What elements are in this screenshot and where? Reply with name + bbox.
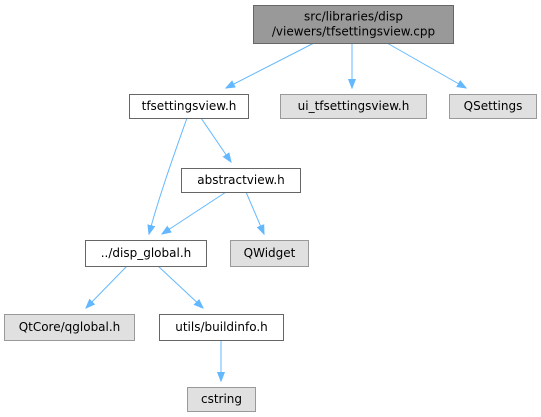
- nodes-layer: src/libraries/disp/viewers/tfsettingsvie…: [4, 5, 537, 412]
- node-box: [230, 240, 309, 267]
- node-ui-tfsettingsview-h: ui_tfsettingsview.h: [280, 94, 427, 119]
- node-qsettings: QSettings: [449, 94, 537, 119]
- node-label: ../disp_global.h: [101, 246, 192, 260]
- node-box: [4, 314, 135, 341]
- edge-abstractview_h-to-qwidget: [245, 191, 264, 234]
- node-label: ui_tfsettingsview.h: [298, 99, 410, 113]
- edge-tfsettingsview_h-to-abstractview_h: [200, 117, 231, 162]
- node-abstractview-h[interactable]: abstractview.h: [181, 168, 301, 193]
- node-label: abstractview.h: [197, 173, 284, 187]
- edge-tfsettingsview_h-to-disp_global_h: [149, 117, 188, 234]
- node-qwidget: QWidget: [230, 240, 309, 267]
- node-label: utils/buildinfo.h: [175, 320, 268, 334]
- edge-disp_global_h-to-utils_buildinfo_h: [157, 265, 203, 308]
- node-label: cstring: [201, 392, 242, 406]
- node-label: QtCore/qglobal.h: [19, 320, 121, 334]
- node-box: [181, 168, 301, 193]
- node-label: QSettings: [464, 99, 523, 113]
- node-box: [449, 94, 537, 119]
- node-box: [159, 314, 284, 341]
- node-qtcore-qglobal-h: QtCore/qglobal.h: [4, 314, 135, 341]
- node-label: QWidget: [244, 246, 296, 260]
- node-root: src/libraries/disp/viewers/tfsettingsvie…: [253, 5, 454, 44]
- node-label: tfsettingsview.h: [142, 99, 237, 113]
- node-box: [280, 94, 427, 119]
- node-tfsettingsview-h[interactable]: tfsettingsview.h: [129, 94, 249, 119]
- edge-disp_global_h-to-qtcore_qglobal_h: [86, 265, 128, 308]
- node-disp-global-h[interactable]: ../disp_global.h: [85, 240, 207, 267]
- node-box: [85, 240, 207, 267]
- edge-root-to-qsettings: [386, 42, 466, 88]
- edge-root-to-tfsettingsview_h: [226, 42, 315, 88]
- node-cstring: cstring: [187, 387, 256, 412]
- node-label: src/libraries/disp: [304, 10, 403, 24]
- edges-layer: [86, 42, 466, 381]
- node-utils-buildinfo-h[interactable]: utils/buildinfo.h: [159, 314, 284, 341]
- node-box: [187, 387, 256, 412]
- node-label: /viewers/tfsettingsview.cpp: [272, 25, 435, 39]
- node-box: [253, 5, 454, 44]
- node-box: [129, 94, 249, 119]
- edge-abstractview_h-to-disp_global_h: [162, 191, 227, 234]
